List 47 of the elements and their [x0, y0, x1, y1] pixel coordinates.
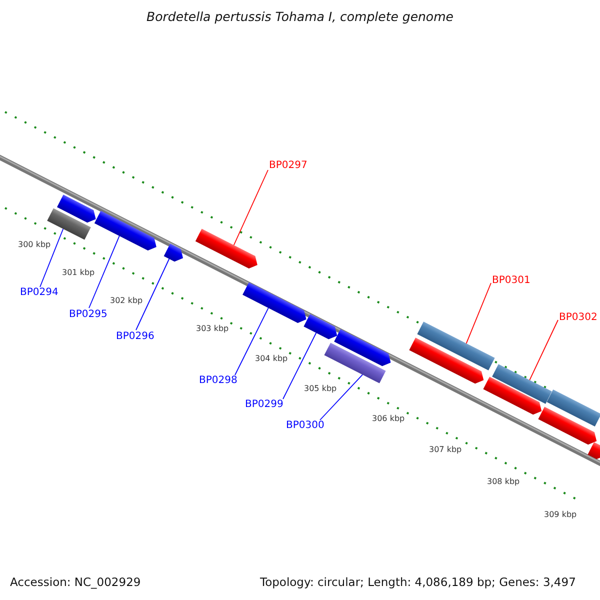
gene-feature-block	[546, 390, 600, 426]
leader-line	[320, 374, 363, 420]
genome-info-text: Topology: circular; Length: 4,086,189 bp; Genes: 3,497	[260, 576, 576, 590]
gene-label: BP0302	[559, 312, 598, 324]
gene-feature-block	[47, 208, 91, 240]
scale-label: 308 kbp	[487, 477, 520, 486]
gene-feature	[304, 314, 338, 340]
gene-label: BP0298	[199, 375, 238, 386]
scale-label: 302 kbp	[110, 296, 143, 306]
gene-label: BP0300	[286, 420, 324, 432]
gene-feature	[538, 406, 597, 445]
leader-line	[233, 170, 268, 246]
gene-feature-block	[492, 364, 552, 404]
gene-label: BP0295	[69, 309, 108, 320]
gene-feature	[242, 282, 306, 323]
leader-line	[234, 308, 269, 376]
leader-line	[466, 282, 492, 344]
leader-line	[529, 320, 558, 380]
scale-label: 306 kbp	[372, 414, 405, 424]
gene-label: BP0299	[245, 399, 284, 410]
scale-label: 305 kbp	[304, 384, 337, 394]
scale-label: 304 kbp	[255, 354, 288, 364]
gene-feature	[409, 338, 484, 384]
leader-line	[136, 258, 170, 330]
leader-line	[40, 228, 64, 288]
gene-feature	[94, 210, 156, 250]
gene-feature-block	[324, 342, 386, 384]
gene-label: BP0297	[269, 160, 308, 172]
gene-label: BP0301	[492, 275, 530, 286]
gene-feature	[57, 194, 96, 223]
scale-label: 300 kbp	[18, 240, 51, 250]
gene-feature	[483, 376, 542, 415]
diagram-title: Bordetella pertussis Tohama I, complete genome	[146, 10, 454, 24]
accession-text: Accession: NC_002929	[10, 576, 141, 590]
gene-feature	[588, 442, 600, 460]
gene-label: BP0294	[20, 287, 58, 298]
gene-label: BP0296	[116, 331, 154, 342]
gene-feature	[195, 228, 258, 268]
leader-line	[88, 236, 120, 308]
scale-label: 301 kbp	[62, 268, 95, 278]
gene-feature-block	[417, 322, 495, 370]
scale-label: 309 kbp	[544, 510, 577, 520]
gene-feature	[334, 329, 391, 366]
gene-feature	[164, 244, 184, 262]
leader-line	[282, 332, 317, 400]
scale-label: 307 kbp	[429, 445, 462, 454]
scale-label: 303 kbp	[196, 324, 229, 334]
